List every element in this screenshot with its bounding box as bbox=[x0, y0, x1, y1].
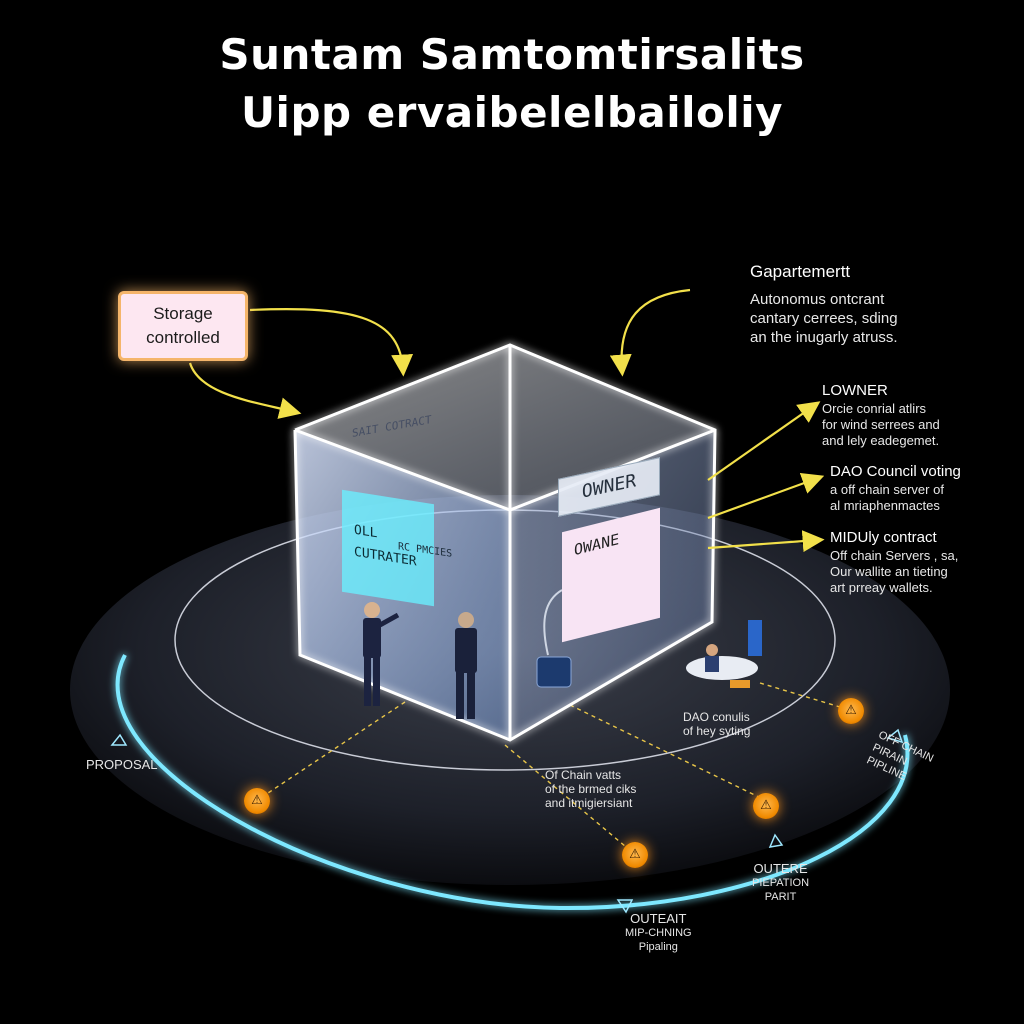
note-lowner-line: Orcie conrial atlirs bbox=[822, 401, 927, 416]
note-lowner-line: for wind serrees and bbox=[822, 417, 940, 432]
diagram-title-line-2: Uipp ervaibelelbailoliy bbox=[240, 88, 784, 137]
callout-arrows bbox=[188, 288, 825, 553]
storage-line-2: controlled bbox=[146, 328, 220, 347]
outeait-line: MIP-CHNING bbox=[625, 927, 692, 939]
outere-line: PARIT bbox=[764, 891, 797, 903]
diagram-title-line-1: Suntam Samtomtirsalits bbox=[219, 30, 805, 79]
server-device bbox=[536, 589, 572, 688]
outeait-line: OUTEAIT bbox=[630, 911, 687, 926]
note-gapartement: Gapartemertt Autonomus ontcrant cantary … bbox=[750, 262, 898, 347]
warning-icon[interactable]: ⚠ bbox=[838, 698, 864, 724]
note-dao-council-heading: DAO Council voting bbox=[830, 463, 961, 480]
note-lowner-heading: LOWNER bbox=[822, 382, 888, 399]
off-chain-vatts-label: Of Chain vatts of the brmed ciks and itm… bbox=[545, 768, 636, 810]
person-left bbox=[363, 602, 400, 706]
note-midully-heading: MIDUly contract bbox=[830, 529, 937, 546]
note-gapartement-line: an the inugarly atruss. bbox=[750, 329, 898, 346]
note-midully-line: Off chain Servers , sa, bbox=[830, 548, 959, 563]
outere-label: OUTERE PIEPATION PARIT bbox=[752, 862, 809, 904]
arrow-lowner bbox=[707, 401, 821, 481]
outeait-line: Pipaling bbox=[638, 941, 678, 953]
off-chain-line: Of Chain vatts bbox=[545, 768, 622, 782]
warning-icon[interactable]: ⚠ bbox=[622, 842, 648, 868]
note-midully-line: Our wallite an tieting bbox=[830, 564, 948, 579]
arrow-to-cube-top bbox=[249, 308, 414, 377]
dashed-connectors bbox=[264, 682, 851, 853]
outere-line: PIEPATION bbox=[752, 877, 810, 889]
note-dao-council-line: al mriaphenmactes bbox=[830, 498, 940, 513]
note-lowner: LOWNER Orcie conrial atlirs for wind ser… bbox=[822, 383, 940, 449]
note-dao-council: DAO Council voting a off chain server of… bbox=[830, 464, 961, 514]
off-chain-line: and itmigiersiant bbox=[545, 796, 633, 810]
dao-consults-label: DAO conulis of hey syting bbox=[683, 710, 750, 738]
arrow-gapartement bbox=[609, 288, 691, 377]
note-gapartement-line: cantary cerrees, sding bbox=[750, 310, 898, 327]
dao-consults-line: of hey syting bbox=[683, 724, 751, 738]
arrow-midully bbox=[707, 530, 825, 553]
warning-icon[interactable]: ⚠ bbox=[753, 793, 779, 819]
workstation-desk bbox=[686, 620, 762, 688]
note-gapartement-heading: Gapartemertt bbox=[750, 262, 851, 281]
person-right bbox=[455, 612, 477, 719]
outere-line: OUTERE bbox=[753, 861, 808, 876]
off-chain-line: of the brmed ciks bbox=[545, 782, 637, 796]
note-lowner-line: and lely eadegemet. bbox=[822, 433, 940, 448]
storage-line-1: Storage bbox=[153, 304, 213, 323]
note-dao-council-line: a off chain server of bbox=[830, 482, 944, 497]
chevron-markers bbox=[110, 728, 904, 914]
off-chain-ring bbox=[115, 654, 910, 911]
outeait-label: OUTEAIT MIP-CHNING Pipaling bbox=[625, 912, 692, 954]
note-midully: MIDUly contract Off chain Servers , sa, … bbox=[830, 530, 958, 596]
arrow-dao-council bbox=[707, 472, 825, 520]
arrow-storage-to-cube bbox=[188, 362, 302, 419]
dao-consults-line: DAO conulis bbox=[683, 710, 750, 724]
note-midully-line: art prreay wallets. bbox=[830, 580, 933, 595]
warning-icon[interactable]: ⚠ bbox=[244, 788, 270, 814]
storage-controlled-box: Storage controlled bbox=[118, 291, 248, 361]
note-gapartement-line: Autonomus ontcrant bbox=[750, 291, 885, 308]
proposal-label: PROPOSAL bbox=[86, 757, 158, 772]
